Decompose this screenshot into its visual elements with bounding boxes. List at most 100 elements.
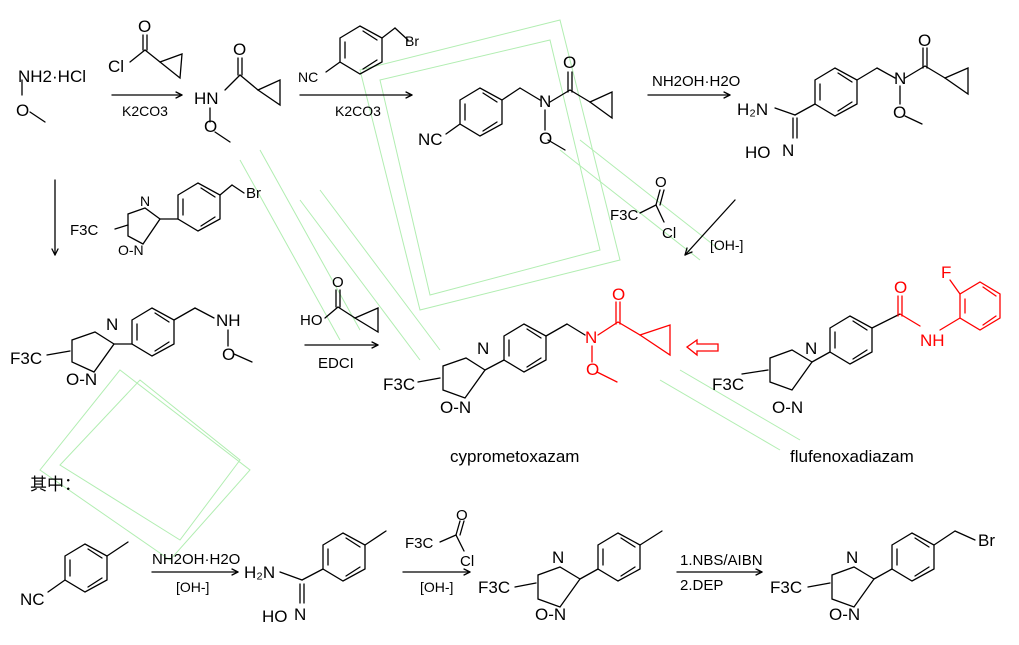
oxadiazole-methoxyamine [46,307,253,373]
hon-label-bottom: HO [262,607,288,626]
n-label-2: N [894,69,906,88]
acid-chloride-o-label: O [138,17,151,36]
oxadiazole-n-f: N [846,548,858,567]
hon-label: HO [745,143,771,162]
arrow-bottom-2 [402,568,471,576]
oxadiazole-on-e: O-N [535,605,566,624]
tolyl-oxadiazole [514,530,663,608]
arrow-bottom-3 [676,568,763,576]
cf3-label-a: F3C [70,222,99,239]
cf3-label-b: F3C [10,349,42,368]
start-amine-label: NH2·HCl [18,67,86,86]
acid-chloride-cl-label: Cl [108,57,124,76]
oxadiazole-on-c: O-N [440,398,471,417]
open-arrow [685,338,719,357]
p-tolyl-amidoxime [279,530,387,604]
o-reagent-bottom: O [456,507,468,524]
base-label-2: [OH-] [176,579,209,595]
cyprometoxazam-structure [417,323,586,399]
hydroxylamine-label-1: NH2OH·H2O [652,73,740,90]
oxadiazole-n-a: N [140,193,150,209]
watermark [39,19,801,561]
wherein-label: 其中： [30,475,81,495]
n-oxime-bottom: N [294,605,306,624]
cf3-label-f: F3C [770,578,802,597]
oxadiazole-n-b: N [106,315,118,334]
amide-o-label: O [233,40,246,59]
start-o-label: O [16,101,29,120]
cl-reagent-label: Cl [662,225,676,242]
product-name: cyprometoxazam [450,447,579,466]
cyprometoxazam-amide-highlight [591,301,671,383]
h2n-label: H₂N [737,100,768,119]
arrow-step-edci [304,341,379,349]
base-label-1: [OH-] [710,237,743,253]
arrow-step-diagonal [684,199,736,256]
arrow-step-2 [299,91,413,99]
nc-label-bottom: NC [20,590,45,609]
bromide-br-label-2: Br [246,185,261,202]
bromide-br-label: Br [405,33,419,49]
n-highlight-label: N [585,328,597,347]
cf3-label-e: F3C [478,578,510,597]
acid-ho-label: HO [300,312,323,329]
k2co3-label-2: K2CO3 [335,103,381,119]
o-label-1: O [563,53,576,72]
arrow-bottom-1 [151,568,239,576]
cf3-reagent-bottom: F3C [405,535,434,552]
reference-name: flufenoxadiazam [790,447,914,466]
ome-label-2: O [893,103,906,122]
acid-o-label: O [332,274,344,291]
amide-ome-label: O [204,117,217,136]
o-label-b: O [222,345,235,364]
oxadiazole-on-d: O-N [772,398,803,417]
flufenoxadiazam-anilide-highlight [897,279,1001,331]
hydroxylamine-label-2: NH2OH·H2O [152,551,240,568]
flufenoxadiazam-structure [741,313,901,391]
cyanobenzyl-bromide [325,25,409,75]
nbs-label: 1.NBS/AIBN [680,552,763,569]
oxadiazole-on-b: O-N [66,370,97,389]
nh-flufen-label: NH [920,331,945,350]
oxadiazole-n-d: N [805,339,817,358]
trifluoroacetyl-chloride-bottom [439,520,465,552]
trifluoroacetyl-chloride [639,189,665,223]
n-label-1: N [539,92,551,111]
amidoxime-intermediate [774,47,969,139]
edci-label: EDCI [318,355,354,372]
h2n-label-bottom: H₂N [244,563,275,582]
cf3-label-c: F3C [383,375,415,394]
methoxyamine-hcl [21,79,46,123]
ome-label-1: O [539,129,552,148]
dep-label: 2.DEP [680,577,723,594]
k2co3-label-1: K2CO3 [122,103,168,119]
oxadiazole-on-f: O-N [829,605,860,624]
oxadiazole-on-a: O-N [118,242,144,258]
arrow-step-down [51,179,59,256]
arrow-step-3 [647,91,731,99]
oxadiazole-benzyl-bromide [114,182,245,245]
oxadiazole-n-c: N [477,339,489,358]
o-label-2: O [918,31,931,50]
cl-reagent-bottom: Cl [460,553,474,570]
bromide-nc-label: NC [298,69,318,85]
cyano-intermediate [445,71,613,151]
methoxyamide [209,57,281,143]
cf3-label-d: F3C [712,375,744,394]
cyclopropanecarboxylic-acid [324,289,379,334]
cf3-reagent-label: F3C [610,207,639,224]
nc-label: NC [418,130,443,149]
nh-label: NH [216,311,241,330]
p-tolunitrile [47,541,129,593]
o-highlight-label: O [612,285,625,304]
arrow-step-1 [111,91,183,99]
hn-label: HN [194,89,219,108]
o-flufen-label: O [894,278,907,297]
n-oxime-label: N [782,141,794,160]
bromomethyl-oxadiazole [807,530,976,608]
o-reagent-label: O [655,174,667,191]
bromide-br-label-3: Br [978,531,995,550]
base-label-3: [OH-] [420,579,453,595]
f-highlight-label: F [941,263,951,282]
